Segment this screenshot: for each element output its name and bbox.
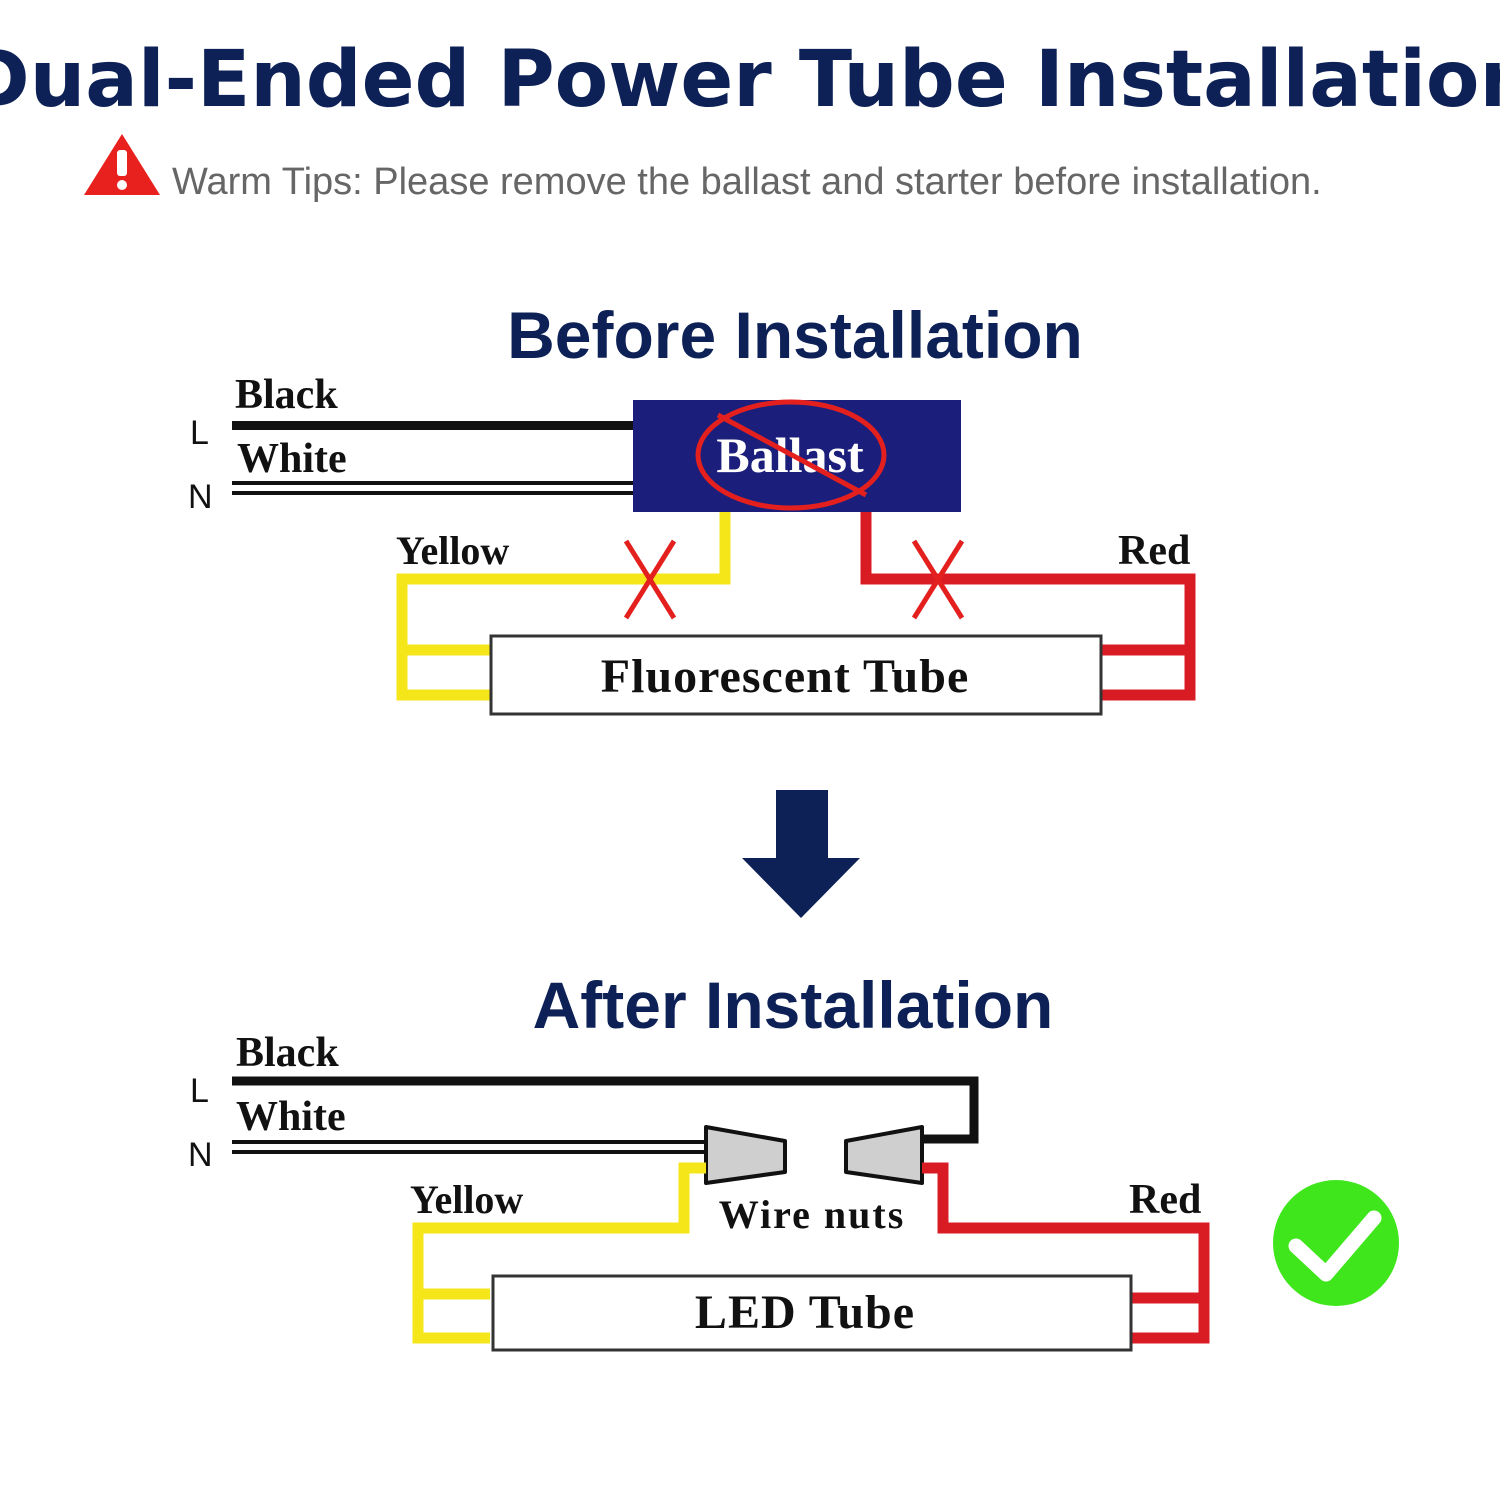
fluorescent-tube (489, 634, 1103, 716)
after-heading: After Installation (533, 968, 1054, 1042)
after-yellow-label: Yellow (410, 1177, 523, 1222)
before-white-label: White (237, 436, 347, 482)
arrow-down-icon (742, 790, 860, 918)
before-red-label: Red (1118, 528, 1190, 574)
no-sign-icon (695, 399, 887, 511)
wire-nuts-label: Wire nuts (719, 1192, 906, 1237)
before-neutral-label: N (188, 478, 213, 516)
page-title: Dual-Ended Power Tube Installation (0, 35, 1500, 125)
after-red-wire (922, 1162, 1210, 1344)
before-heading: Before Installation (507, 298, 1083, 372)
x-mark-icon (623, 539, 677, 620)
wire-nut-left (704, 1125, 787, 1185)
before-yellow-label: Yellow (396, 528, 509, 573)
x-mark-icon (911, 539, 965, 620)
before-black-wire (232, 421, 636, 430)
after-black-label: Black (236, 1030, 339, 1076)
after-red-label: Red (1129, 1177, 1201, 1223)
before-black-label: Black (235, 372, 338, 418)
fluorescent-tube-label: Fluorescent Tube (601, 650, 970, 703)
check-circle-icon (1273, 1180, 1399, 1306)
warning-triangle-icon (84, 134, 160, 195)
before-white-wire (232, 481, 636, 495)
after-white-wire (232, 1140, 708, 1154)
before-live-label: L (190, 414, 209, 452)
after-black-wire (232, 1076, 979, 1144)
warning-tip-text: Warm Tips: Please remove the ballast and… (172, 161, 1322, 203)
after-yellow-wire (412, 1162, 706, 1344)
before-red-wire (860, 512, 1196, 701)
wire-nut-right (844, 1125, 924, 1185)
led-tube-label: LED Tube (695, 1286, 915, 1339)
led-tube (491, 1274, 1133, 1352)
before-yellow-wire (396, 512, 731, 701)
after-live-label: L (190, 1072, 209, 1110)
after-white-label: White (236, 1094, 346, 1140)
after-neutral-label: N (188, 1136, 213, 1174)
